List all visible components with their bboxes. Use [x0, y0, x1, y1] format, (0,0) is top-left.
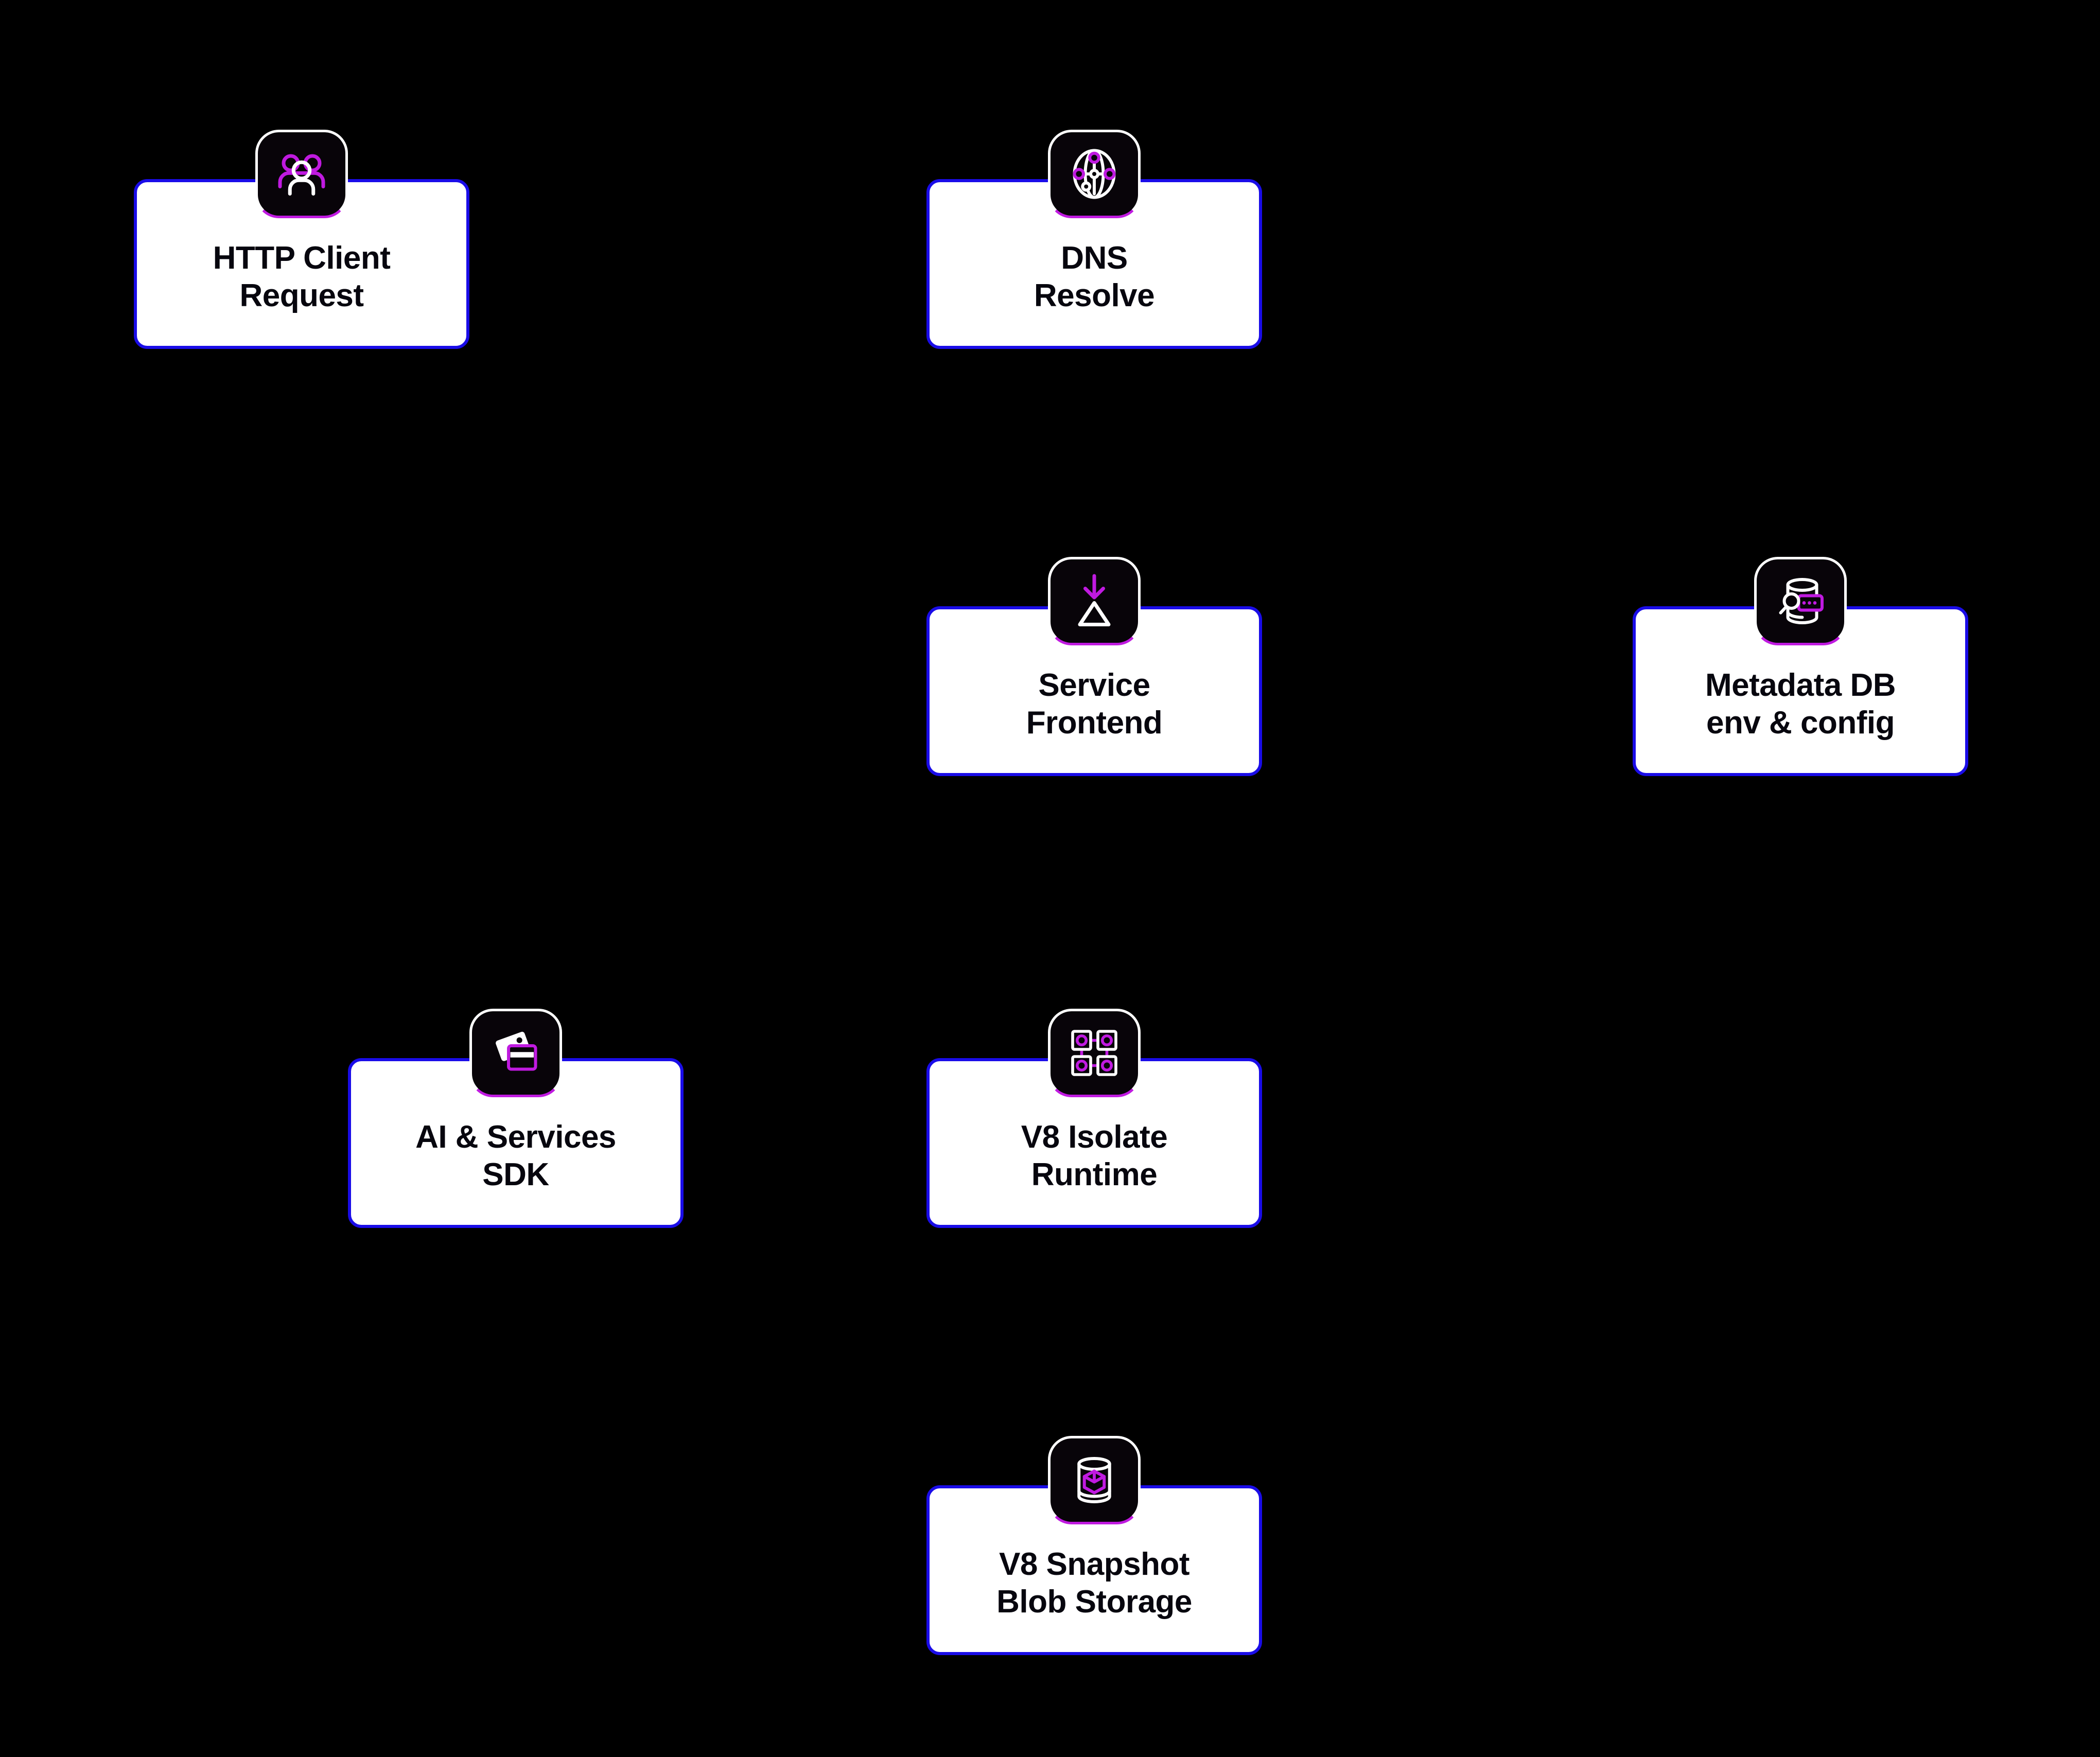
node-label-line2: env & config: [1706, 705, 1895, 741]
globe-network-icon: [1048, 130, 1141, 218]
node-label-line2: Blob Storage: [996, 1584, 1192, 1620]
node-label: HTTP Client Request: [213, 240, 391, 314]
node-label-line2: Runtime: [1031, 1157, 1158, 1192]
node-label-line1: V8 Isolate: [1021, 1119, 1168, 1155]
node-label: DNS Resolve: [1034, 240, 1155, 314]
node-label-line2: Frontend: [1026, 705, 1163, 741]
node-label: Metadata DB env & config: [1705, 667, 1896, 742]
node-label-line1: HTTP Client: [213, 240, 391, 276]
node-label-line1: DNS: [1061, 240, 1128, 276]
node-label: Service Frontend: [1026, 667, 1163, 742]
cards-stack-icon: [469, 1009, 562, 1097]
arrow-down-triangle-icon: [1048, 557, 1141, 645]
node-label-line2: Resolve: [1034, 278, 1155, 313]
database-cube-icon: [1048, 1436, 1141, 1524]
node-label-line1: Metadata DB: [1705, 667, 1896, 704]
node-label-line1: Service: [1038, 667, 1150, 704]
node-label: AI & Services SDK: [415, 1119, 616, 1193]
database-search-icon: [1754, 557, 1847, 645]
node-card: AI & Services SDK: [348, 1058, 684, 1228]
users-group-icon: [255, 130, 348, 218]
node-label: V8 Snapshot Blob Storage: [996, 1546, 1192, 1621]
node-label-line1: V8 Snapshot: [999, 1547, 1190, 1583]
node-label-line2: SDK: [482, 1157, 549, 1192]
node-label-line2: Request: [239, 278, 364, 313]
node-label: V8 Isolate Runtime: [1021, 1119, 1168, 1193]
cluster-nodes-icon: [1048, 1009, 1141, 1097]
node-label-line1: AI & Services: [415, 1119, 616, 1155]
